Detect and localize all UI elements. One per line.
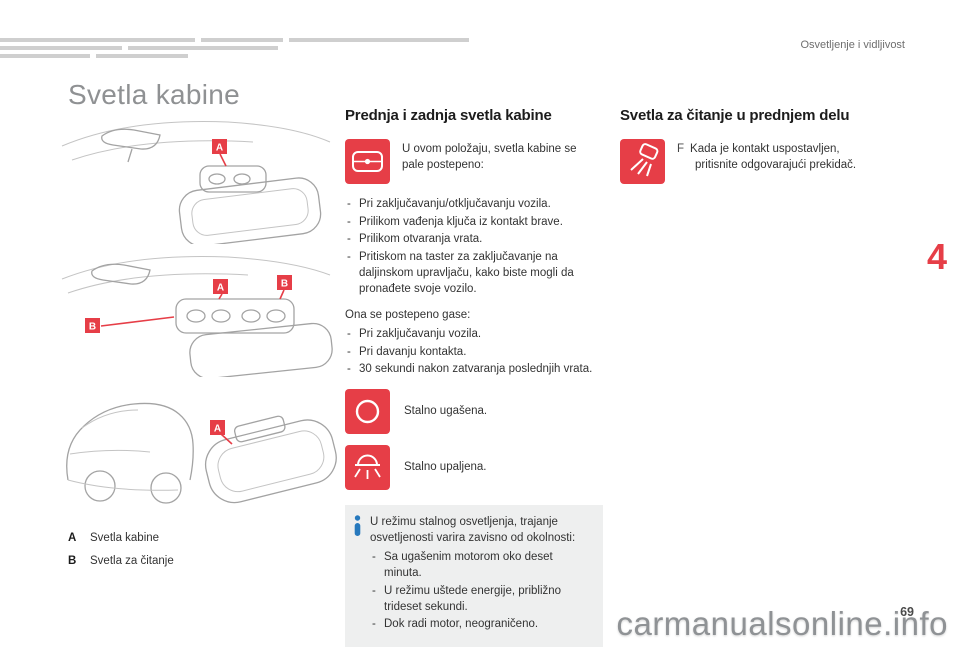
list-item: U režimu uštede energije, približno trid… (370, 584, 593, 616)
light-switch-panel-sketch (199, 165, 267, 193)
pointer-glyph: F (677, 142, 685, 155)
chapter-header: Osvetljenje i vidljivost (800, 39, 905, 51)
legend-item-a: A Svetla kabine (68, 531, 338, 547)
info-box-content: U režimu stalnog osvetljenja, trajanje o… (370, 515, 593, 635)
list-item: Pri zaključavanju vozila. (345, 327, 603, 343)
marker-a-label: A (214, 424, 221, 435)
callout-line-a (218, 293, 223, 300)
section-front-rear-cabin-lights: Prednja i zadnja svetla kabine U ovom po… (345, 106, 603, 648)
callout-line-b (279, 289, 285, 300)
legend: A Svetla kabine B Svetla za čitanje (58, 531, 338, 570)
list-item: Pritiskom na taster za zaključavanje na … (345, 250, 603, 298)
rear-light-unit-sketch (204, 415, 337, 504)
stripe (128, 46, 278, 50)
marker-b2 (85, 318, 100, 333)
cabin-light-lens-sketch (189, 322, 333, 377)
info-box: U režimu stalnog osvetljenja, trajanje o… (345, 505, 603, 648)
cabin-light-glyph (352, 150, 383, 172)
reading-light-icon (620, 138, 665, 184)
always-on-text: Stalno upaljena. (404, 460, 487, 473)
marker-a (212, 139, 227, 154)
light-rays-icon (345, 445, 390, 491)
marker-b (277, 275, 292, 290)
reading-light-row: F Kada je kontakt uspostavljen, pritisnit… (620, 138, 892, 187)
decorative-stripes-row1 (0, 38, 469, 42)
circle-glyph (355, 400, 380, 424)
always-off-row: Stalno ugašena. (345, 389, 603, 435)
marker-a (213, 279, 228, 294)
list-item: 30 sekundi nakon zatvaranja poslednjih v… (345, 362, 603, 378)
always-on-row: Stalno upaljena. (345, 445, 603, 491)
reading-light-instruction: F Kada je kontakt uspostavljen, pritisnit… (677, 139, 877, 187)
always-off-text: Stalno ugašena. (404, 404, 488, 417)
chapter-number: 4 (926, 236, 947, 277)
marker-a-label: A (216, 143, 223, 154)
section-heading: Svetla za čitanje u prednjem delu (620, 107, 850, 124)
legend-label-b: Svetla za čitanje (90, 554, 174, 567)
legend-key-a: A (68, 532, 77, 544)
stripe (201, 38, 283, 42)
lights-off-conditions-list: Pri zaključavanju vozila. Pri davanju kon… (345, 327, 603, 379)
stripe (0, 54, 90, 58)
list-item: Sa ugašenim motorom oko deset minuta. (370, 550, 593, 582)
page-title: Svetla kabine (68, 79, 241, 110)
light-rays-glyph (354, 454, 381, 480)
off-intro-text: Ona se postepeno gase: (345, 308, 471, 321)
illustration-rear-cabin-light: A (66, 402, 337, 504)
intro-text: U ovom položaju, svetla kabine se pale p… (402, 142, 577, 171)
reading-light-glyph (630, 142, 659, 177)
rearview-mirror-sketch (101, 128, 161, 150)
info-icon (353, 515, 362, 635)
marker-a (210, 420, 225, 435)
lights-on-conditions-list: Pri zaključavanju/otključavanju vozila. P… (345, 197, 603, 298)
legend-item-b: B Svetla za čitanje (68, 554, 338, 570)
legend-label-a: Svetla kabine (90, 532, 160, 544)
marker-b-label: B (281, 279, 288, 290)
list-item: Pri davanju kontakta. (345, 345, 603, 361)
decorative-stripes-row3 (0, 54, 188, 58)
car-wheel-sketch (84, 470, 116, 502)
car-body-sketch (66, 402, 194, 481)
marker-b2-label: B (89, 322, 96, 333)
info-intro-text: U režimu stalnog osvetljenja, trajanje o… (370, 516, 576, 545)
cabin-light-icon (345, 138, 390, 184)
decorative-stripes-row2 (0, 46, 278, 50)
circle-outline-icon (345, 389, 390, 435)
stripe (289, 38, 469, 42)
section-heading: Prednja i zadnja svetla kabine (345, 107, 552, 124)
stripe (0, 38, 195, 42)
car-wheel-sketch (150, 472, 182, 504)
rearview-mirror-sketch (91, 263, 151, 285)
section-front-reading-lights: Svetla za čitanje u prednjem delu F Kada … (620, 106, 892, 197)
stripe (0, 46, 122, 50)
list-item: Prilikom otvaranja vrata. (345, 232, 603, 248)
list-item: Prilikom vađenja ključa iz kontakt brave… (345, 215, 603, 231)
list-item: Pri zaključavanju/otključavanju vozila. (345, 197, 603, 213)
marker-a-label: A (217, 283, 224, 294)
cabin-light-mode-row: U ovom položaju, svetla kabine se pale p… (345, 138, 603, 187)
callout-line-a (220, 433, 233, 445)
legend-key-b: B (68, 554, 77, 567)
light-switch-panel-sketch (175, 298, 295, 334)
illustration-front-cabin-and-reading-lights: A B B (61, 255, 333, 377)
callout-line-b2 (100, 316, 175, 327)
illustration-front-cabin-light: A (61, 121, 331, 244)
page-number: 69 (900, 604, 914, 619)
reading-light-text: Kada je kontakt uspostavljen, pritisnite… (690, 142, 857, 171)
callout-line-a (219, 153, 227, 167)
stripe (96, 54, 188, 58)
cabin-light-lens-sketch (178, 177, 322, 244)
list-item: Dok radi motor, neograničeno. (370, 617, 593, 633)
watermark: carmanualsonline.info (616, 605, 948, 643)
info-conditions-list: Sa ugašenim motorom oko deset minuta.U r… (370, 550, 593, 633)
illustrations-column: A A B B (58, 112, 338, 577)
